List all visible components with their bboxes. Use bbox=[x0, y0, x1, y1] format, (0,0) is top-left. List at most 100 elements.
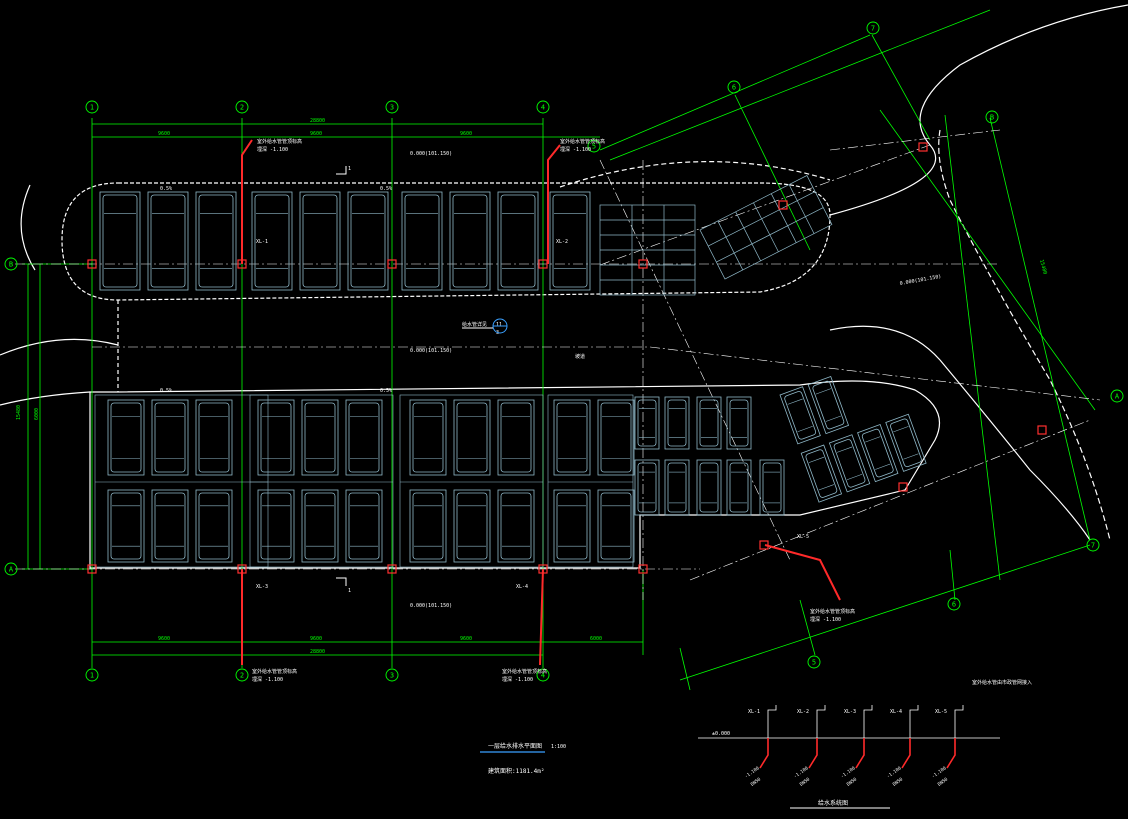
parking-car bbox=[409, 489, 447, 563]
column bbox=[538, 564, 548, 574]
parking-bay bbox=[249, 394, 394, 568]
parking-car bbox=[497, 191, 539, 291]
parking-car bbox=[151, 489, 189, 563]
slope-2: 0.5% bbox=[380, 186, 392, 192]
parking-car bbox=[251, 191, 293, 291]
dim-bottom-total: 28800 bbox=[310, 649, 325, 655]
parking-car bbox=[147, 191, 189, 291]
axis-bubble-left: B bbox=[4, 257, 18, 271]
column bbox=[1037, 425, 1047, 435]
slope-1: 0.5% bbox=[160, 186, 172, 192]
section-mark-top: 1 bbox=[348, 166, 351, 172]
svg-text:4: 4 bbox=[541, 672, 545, 680]
column bbox=[87, 259, 97, 269]
column bbox=[778, 200, 788, 210]
parking-car bbox=[195, 399, 233, 476]
building-outline bbox=[0, 4, 1128, 569]
parking-car bbox=[497, 399, 535, 476]
parking-car bbox=[299, 191, 341, 291]
elev-top: 0.000(101.150) bbox=[410, 151, 452, 157]
parking-car bbox=[99, 191, 141, 291]
dimension-texts: 9600 9600 9600 28800 9600 9600 9600 6000… bbox=[16, 118, 1048, 655]
riser-note: 室外给水管由市政管网接入 bbox=[972, 679, 1032, 686]
parking-car bbox=[257, 489, 295, 563]
svg-text:6: 6 bbox=[952, 601, 956, 609]
axis-bubble-bottom: 1 bbox=[85, 668, 99, 682]
elev-bottom: 0.000(101.150) bbox=[410, 603, 452, 609]
dim-top-3: 9600 bbox=[460, 131, 472, 137]
slope-4: 0.5% bbox=[380, 388, 392, 394]
water-pipes bbox=[241, 139, 841, 666]
column bbox=[237, 564, 247, 574]
axis-bubble-top: 4 bbox=[536, 100, 550, 114]
riser-ground-elev: ±0.000 bbox=[712, 731, 730, 737]
svg-text:DN50: DN50 bbox=[799, 776, 812, 787]
parking-car bbox=[726, 459, 752, 516]
svg-text:A: A bbox=[9, 566, 14, 574]
axis-bubble-right: A bbox=[1110, 389, 1124, 403]
dim-left: 15480 bbox=[16, 405, 22, 420]
parking-car bbox=[195, 489, 233, 563]
riser-title: 给水系统图 bbox=[818, 799, 848, 807]
pipe-xl5-label: XL-5 bbox=[797, 534, 809, 540]
parking-car bbox=[759, 459, 785, 516]
note-bottom-left: 室外给水管管顶标高 bbox=[252, 668, 297, 675]
pipe-xl3-label: XL-3 bbox=[256, 584, 268, 590]
note-top-right: 室外给水管管顶标高 bbox=[560, 138, 605, 145]
svg-text:B: B bbox=[990, 114, 994, 122]
axis-bubble-left: A bbox=[4, 562, 18, 576]
axis-bubble-top: 3 bbox=[385, 100, 399, 114]
parking-car bbox=[885, 413, 927, 472]
svg-text:DN50: DN50 bbox=[937, 776, 950, 787]
dim-bottom-4: 6000 bbox=[590, 636, 602, 642]
parking-bay bbox=[94, 394, 269, 568]
parking-car bbox=[345, 399, 383, 476]
section-mark-bottom: 1 bbox=[348, 588, 351, 594]
parking-car bbox=[497, 489, 535, 563]
column bbox=[538, 259, 548, 269]
axis-bubble-top: 1 bbox=[85, 100, 99, 114]
axis-bubble-bottom: 2 bbox=[235, 668, 249, 682]
svg-text:2: 2 bbox=[240, 104, 244, 112]
axis-bubble-bottom: 3 bbox=[385, 668, 399, 682]
dim-top-total: 28800 bbox=[310, 118, 325, 124]
parking-car bbox=[634, 459, 660, 516]
axis-bubble-diag: 7 bbox=[1086, 538, 1100, 552]
axis-bubble-top: 2 bbox=[235, 100, 249, 114]
area-note: 建筑面积:1181.4m² bbox=[488, 767, 545, 775]
svg-text:XL-5: XL-5 bbox=[935, 709, 947, 715]
parking-car bbox=[301, 489, 339, 563]
axis-bubble-right: B bbox=[985, 110, 999, 124]
parking-car bbox=[664, 396, 690, 450]
axis-bubble-diag: 6 bbox=[947, 597, 961, 611]
column bbox=[387, 259, 397, 269]
parking-car bbox=[257, 399, 295, 476]
parking-car bbox=[409, 399, 447, 476]
parking-car bbox=[549, 191, 591, 291]
parking-car bbox=[828, 434, 871, 493]
svg-text:DN50: DN50 bbox=[750, 776, 763, 787]
axis-bubble-bottom: 4 bbox=[536, 668, 550, 682]
note-top-left-val: 埋深 -1.100 bbox=[257, 146, 288, 153]
ramp-grid bbox=[599, 175, 833, 296]
svg-text:1: 1 bbox=[90, 104, 94, 112]
svg-text:7: 7 bbox=[871, 25, 875, 33]
svg-text:XL-2: XL-2 bbox=[797, 709, 809, 715]
dim-bottom-1: 9600 bbox=[158, 636, 170, 642]
parking-car bbox=[401, 191, 443, 291]
parking-car bbox=[107, 489, 145, 563]
dim-top-2: 9600 bbox=[310, 131, 322, 137]
svg-text:3: 3 bbox=[390, 672, 394, 680]
pipe-xl2-label: XL-2 bbox=[556, 239, 568, 245]
lower-parking-rows bbox=[94, 394, 635, 568]
column bbox=[759, 540, 769, 550]
svg-text:XL-1: XL-1 bbox=[748, 709, 760, 715]
column bbox=[898, 482, 908, 492]
dim-bottom-2: 9600 bbox=[310, 636, 322, 642]
upper-parking-row bbox=[99, 191, 591, 291]
riser-diagram: ±0.000 室外给水管由市政管网接入 给水系统图 XL-1-1.100DN50… bbox=[698, 679, 1032, 809]
svg-text:DN50: DN50 bbox=[892, 776, 905, 787]
dim-bottom-3: 9600 bbox=[460, 636, 472, 642]
